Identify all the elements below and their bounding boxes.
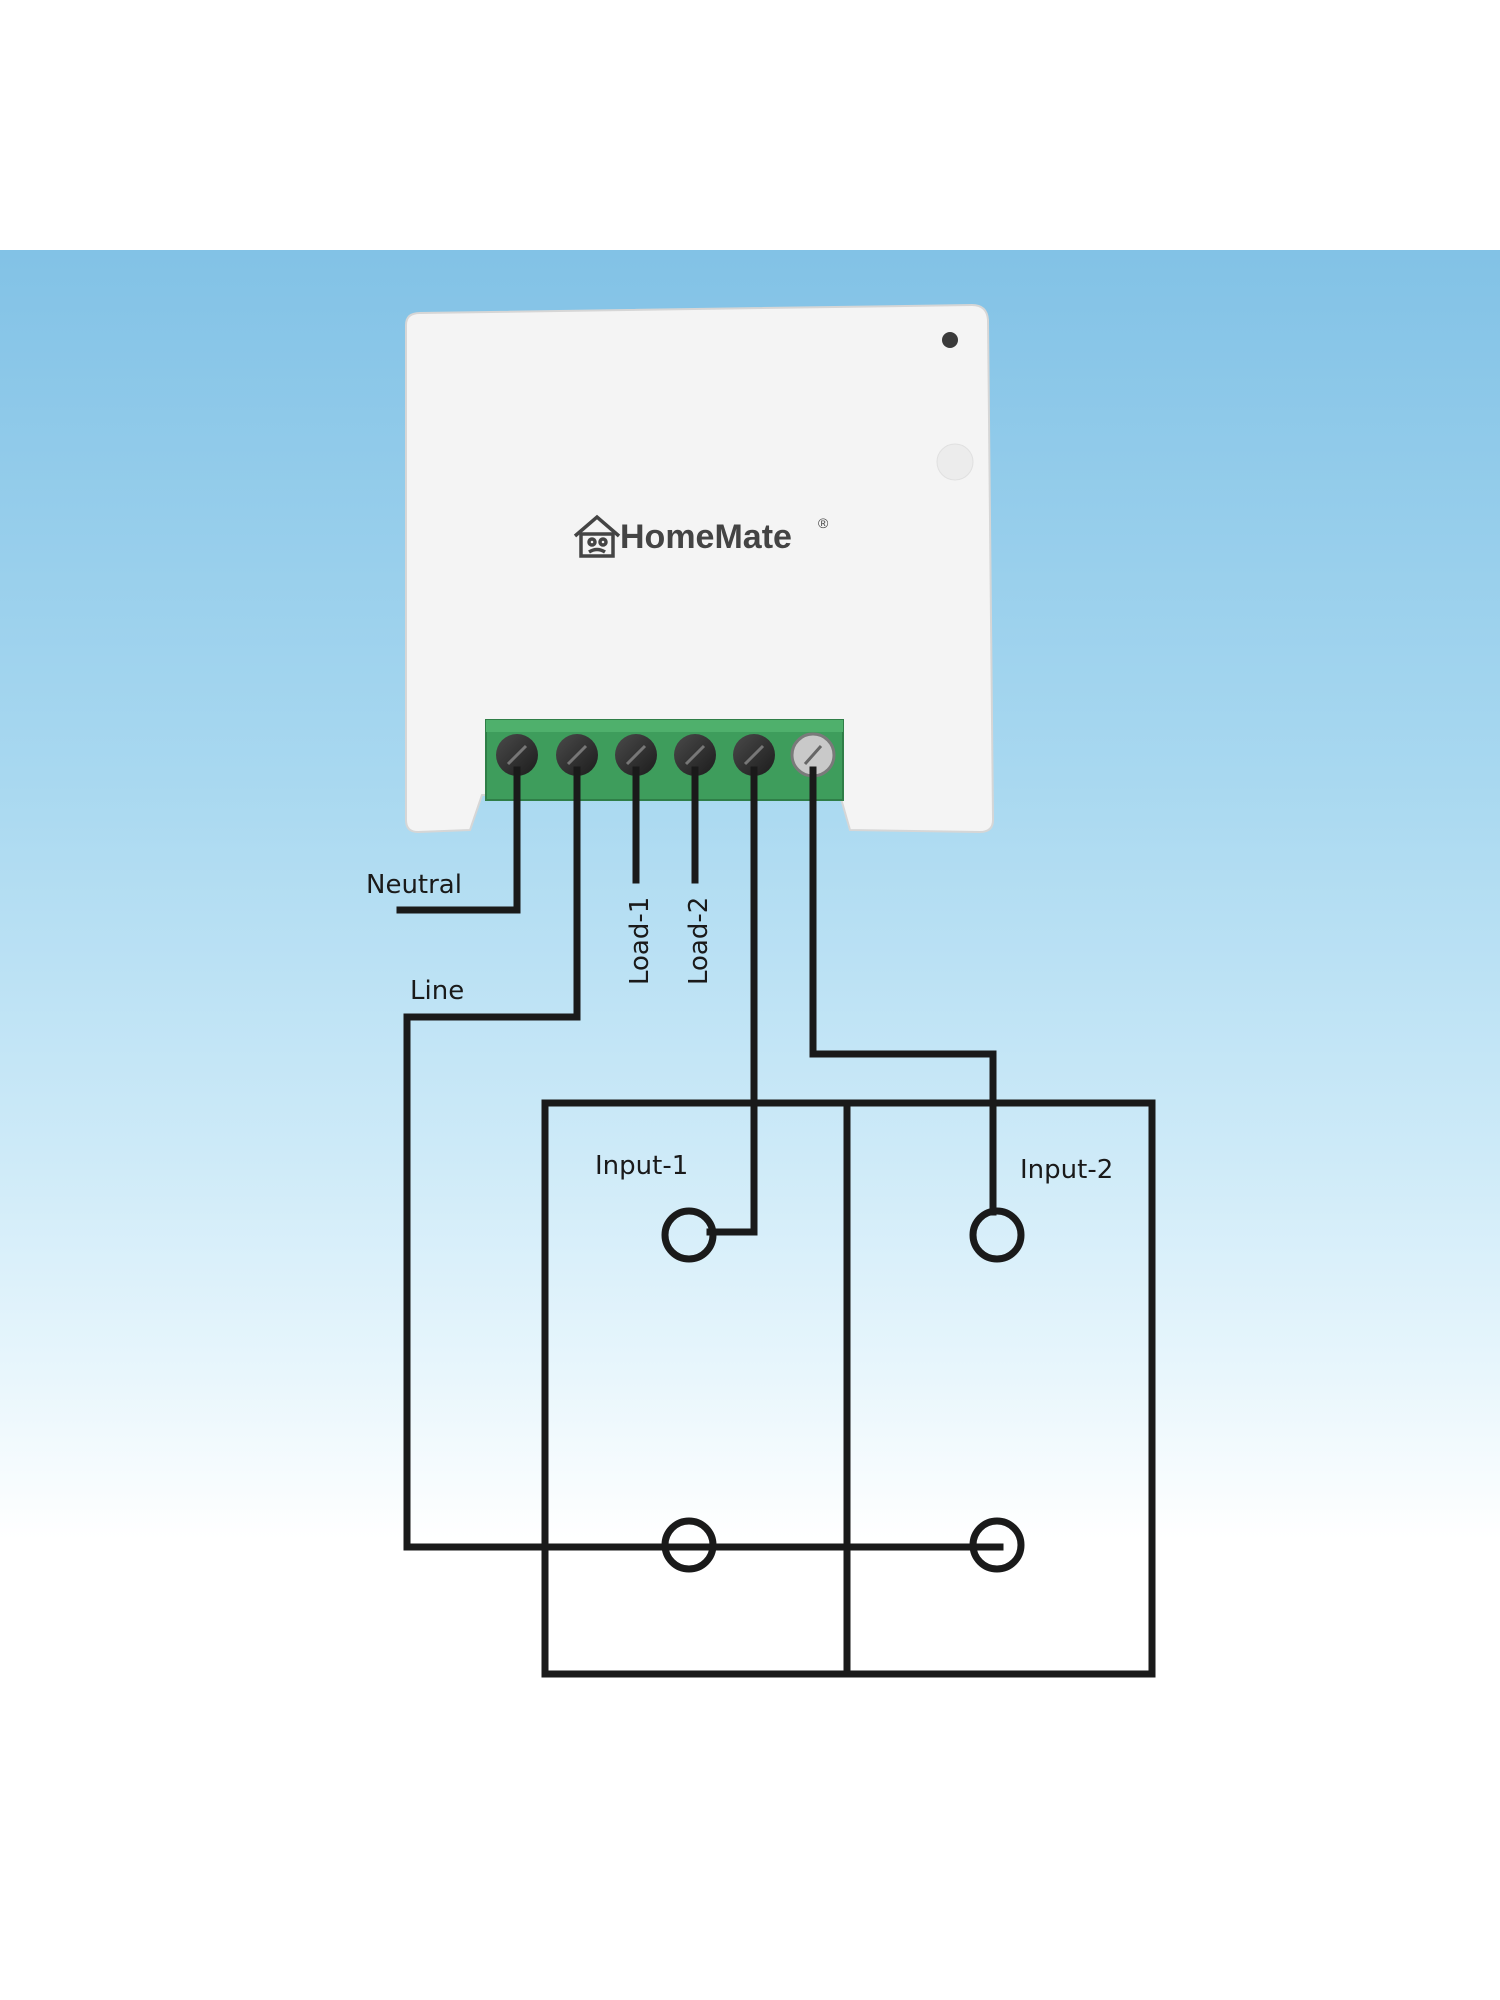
neutral-label: Neutral xyxy=(366,870,462,900)
smart-switch-module: HomeMate ® xyxy=(405,303,995,834)
house-logo-icon xyxy=(573,514,621,558)
homemate-logo: HomeMate ® xyxy=(573,514,829,558)
common-terminal-2 xyxy=(969,1517,1025,1573)
terminal-screw-5 xyxy=(733,734,775,776)
terminal-screw-4 xyxy=(674,734,716,776)
line-wire xyxy=(403,766,1004,1551)
input2-wire xyxy=(809,766,997,1216)
led-indicator-icon xyxy=(942,332,958,348)
line-label: Line xyxy=(410,976,464,1006)
double-switch-plate xyxy=(541,1099,1156,1678)
terminal-screw-1 xyxy=(496,734,538,776)
registered-mark: ® xyxy=(818,515,829,531)
input1-label: Input-1 xyxy=(595,1151,688,1181)
common-terminal-1 xyxy=(661,1517,717,1573)
input2-label: Input-2 xyxy=(1020,1155,1113,1185)
input2-terminal xyxy=(969,1207,1025,1263)
brand-name: HomeMate xyxy=(620,518,792,556)
terminal-screw-2 xyxy=(556,734,598,776)
load2-label: Load-2 xyxy=(684,897,714,985)
terminal-screw-3 xyxy=(615,734,657,776)
terminal-block xyxy=(485,719,844,801)
load1-label: Load-1 xyxy=(625,897,655,985)
input1-wire xyxy=(706,766,758,1236)
module-button-icon[interactable] xyxy=(936,443,974,481)
neutral-wire xyxy=(396,766,521,914)
input1-terminal xyxy=(661,1207,717,1263)
